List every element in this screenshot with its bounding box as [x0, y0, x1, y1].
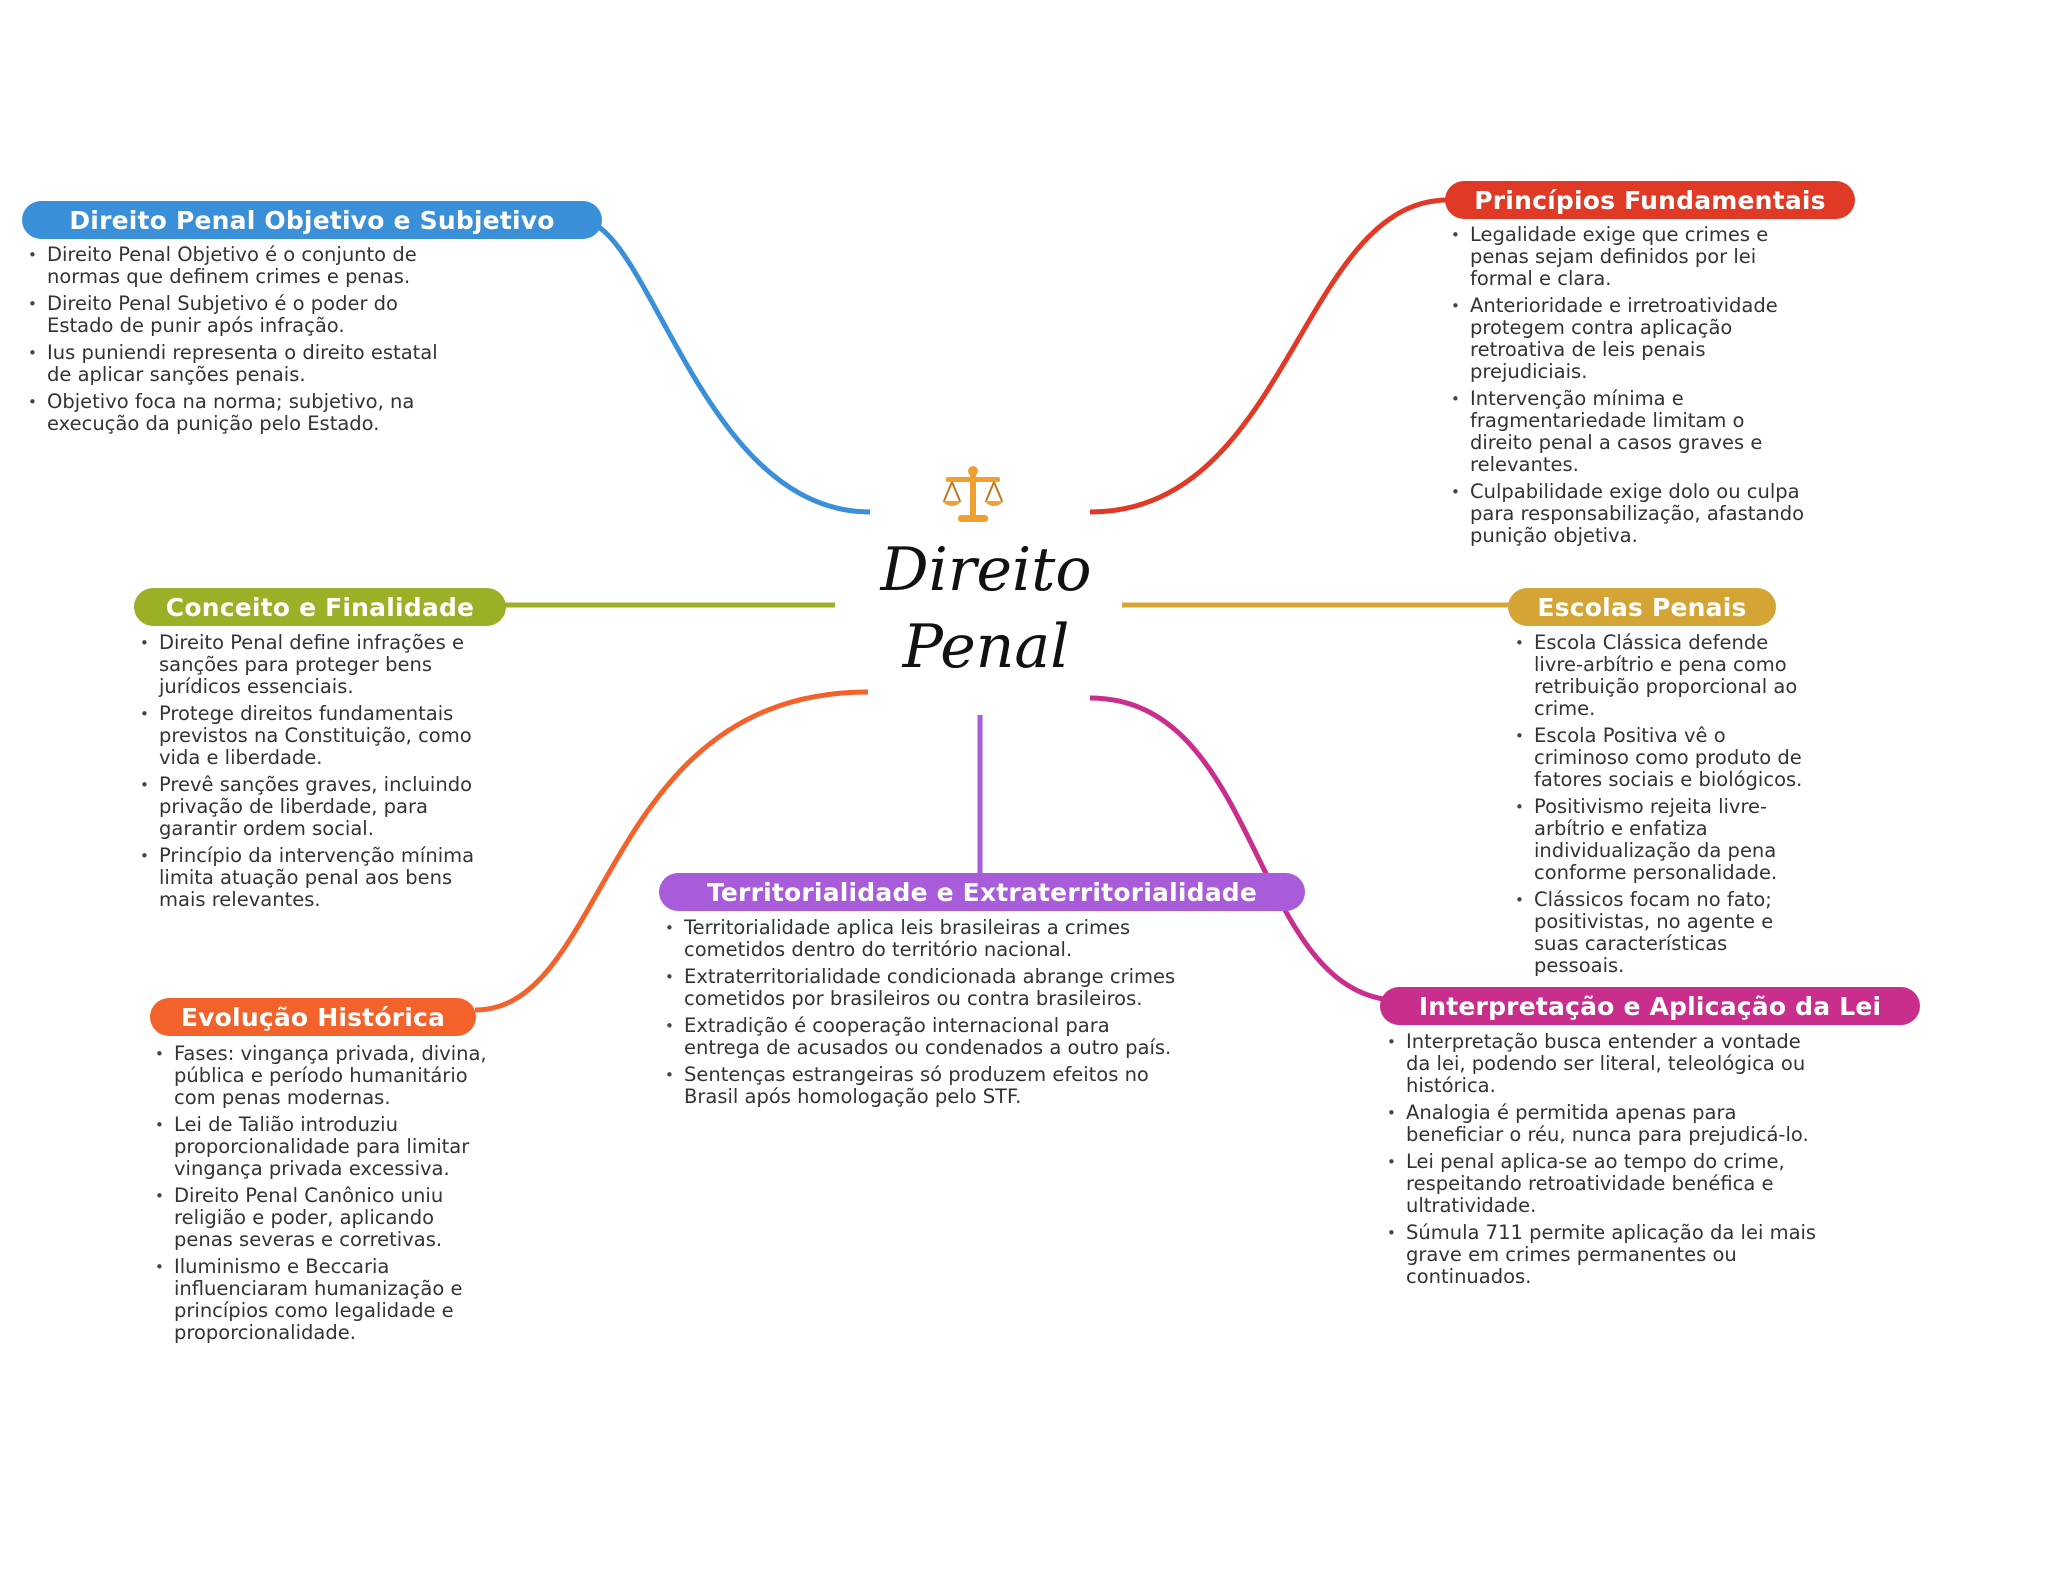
connector-principios — [1089, 197, 1449, 515]
central-topic-line1: Direito — [880, 535, 1092, 605]
notes-conceito-finalidade: Direito Penal define infrações e sanções… — [137, 632, 492, 916]
topic-evolucao-historica[interactable]: Evolução Histórica — [150, 998, 476, 1036]
list-item: Clássicos focam no fato; positivistas, n… — [1512, 889, 1812, 977]
connector-evolucao — [474, 689, 869, 1013]
topic-conceito-finalidade[interactable]: Conceito e Finalidade — [134, 588, 506, 626]
list-item: Anterioridade e irretroatividade protege… — [1448, 295, 1813, 383]
notes-evolucao-historica: Fases: vingança privada, divina, pública… — [152, 1043, 492, 1349]
topic-objetivo-subjetivo[interactable]: Direito Penal Objetivo e Subjetivo — [22, 201, 602, 239]
list-item: Direito Penal Canônico uniu religião e p… — [152, 1185, 492, 1251]
list-item: Sentenças estrangeiras só produzem efeit… — [662, 1064, 1177, 1108]
topic-territorialidade[interactable]: Territorialidade e Extraterritorialidade — [659, 873, 1305, 911]
list-item: Positivismo rejeita livre-arbítrio e enf… — [1512, 796, 1812, 884]
connector-objetivo — [579, 217, 871, 515]
list-item: Objetivo foca na norma; subjetivo, na ex… — [25, 391, 450, 435]
list-item: Extraterritorialidade condicionada abran… — [662, 966, 1177, 1010]
list-item: Prevê sanções graves, incluindo privação… — [137, 774, 492, 840]
list-item: Direito Penal Objetivo é o conjunto de n… — [25, 244, 450, 288]
list-item: Lei penal aplica-se ao tempo do crime, r… — [1384, 1151, 1824, 1217]
list-item: Princípio da intervenção mínima limita a… — [137, 845, 492, 911]
list-item: Direito Penal Subjetivo é o poder do Est… — [25, 293, 450, 337]
list-item: Direito Penal define infrações e sanções… — [137, 632, 492, 698]
list-item: Lei de Talião introduziu proporcionalida… — [152, 1114, 492, 1180]
topic-escolas-penais[interactable]: Escolas Penais — [1508, 588, 1776, 626]
list-item: Analogia é permitida apenas para benefic… — [1384, 1102, 1824, 1146]
list-item: Interpretação busca entender a vontade d… — [1384, 1031, 1824, 1097]
list-item: Súmula 711 permite aplicação da lei mais… — [1384, 1222, 1824, 1288]
list-item: Legalidade exige que crimes e penas seja… — [1448, 224, 1813, 290]
list-item: Ius puniendi representa o direito estata… — [25, 342, 450, 386]
list-item: Fases: vingança privada, divina, pública… — [152, 1043, 492, 1109]
list-item: Extradição é cooperação internacional pa… — [662, 1015, 1177, 1059]
notes-escolas-penais: Escola Clássica defende livre-arbítrio e… — [1512, 632, 1812, 982]
connector-interpretacao — [1089, 695, 1391, 1003]
notes-objetivo-subjetivo: Direito Penal Objetivo é o conjunto de n… — [25, 244, 450, 440]
list-item: Culpabilidade exige dolo ou culpa para r… — [1448, 481, 1813, 547]
topic-principios-fundamentais[interactable]: Princípios Fundamentais — [1445, 181, 1855, 219]
balance-scale-icon — [942, 466, 1004, 522]
list-item: Intervenção mínima e fragmentariedade li… — [1448, 388, 1813, 476]
notes-territorialidade: Territorialidade aplica leis brasileiras… — [662, 917, 1177, 1113]
list-item: Escola Positiva vê o criminoso como prod… — [1512, 725, 1812, 791]
list-item: Iluminismo e Beccaria influenciaram huma… — [152, 1256, 492, 1344]
notes-interpretacao-aplicacao: Interpretação busca entender a vontade d… — [1384, 1031, 1824, 1293]
topic-interpretacao-aplicacao[interactable]: Interpretação e Aplicação da Lei — [1380, 987, 1920, 1025]
notes-principios-fundamentais: Legalidade exige que crimes e penas seja… — [1448, 224, 1813, 552]
list-item: Protege direitos fundamentais previstos … — [137, 703, 492, 769]
central-topic-line2: Penal — [902, 612, 1070, 682]
list-item: Escola Clássica defende livre-arbítrio e… — [1512, 632, 1812, 720]
list-item: Territorialidade aplica leis brasileiras… — [662, 917, 1177, 961]
